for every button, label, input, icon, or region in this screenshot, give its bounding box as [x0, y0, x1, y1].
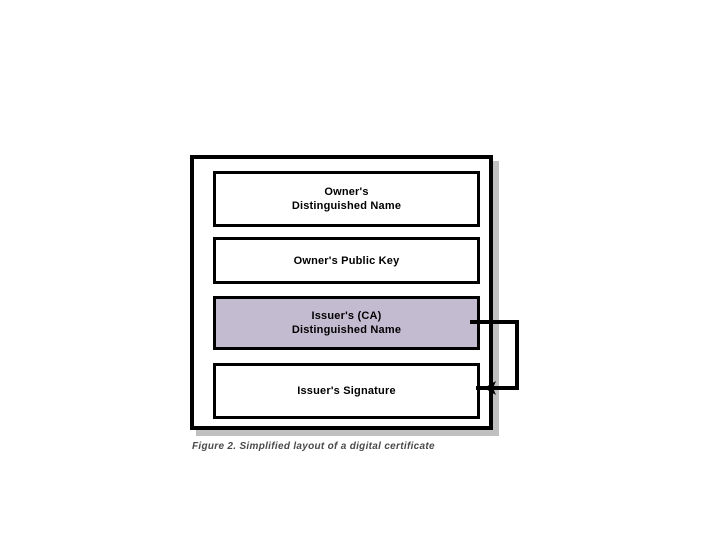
certificate-field-issuer-ca-distinguished-name: Issuer's (CA) Distinguished Name [213, 296, 480, 350]
certificate-field-label: Issuer's (CA) Distinguished Name [291, 310, 402, 336]
certificate-field-label: Owner's Distinguished Name [291, 186, 402, 212]
certificate-field-issuer-signature: Issuer's Signature [213, 363, 480, 419]
certificate-field-owner-public-key: Owner's Public Key [213, 237, 480, 284]
certificate-field-owner-distinguished-name: Owner's Distinguished Name [213, 171, 480, 227]
certificate-field-label: Owner's Public Key [293, 254, 400, 267]
certificate-field-label: Issuer's Signature [297, 385, 396, 397]
figure-caption: Figure 2. Simplified layout of a digital… [192, 441, 435, 452]
